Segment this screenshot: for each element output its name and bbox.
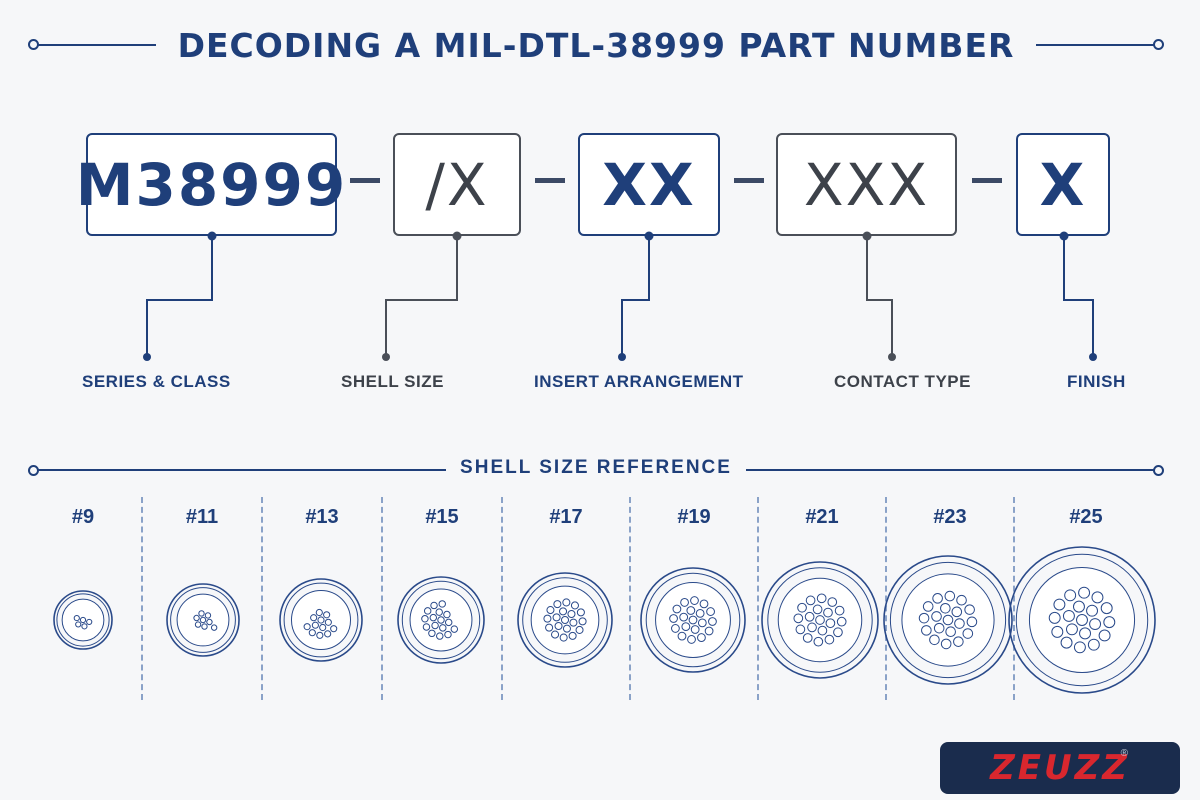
label-insert-arrangement: INSERT ARRANGEMENT	[534, 372, 744, 391]
column-divider	[141, 497, 143, 700]
shell-size-label: #13	[305, 506, 339, 528]
shell-column-19: #19	[632, 500, 756, 700]
column-divider	[629, 497, 631, 700]
reference-right-line	[735, 469, 1155, 471]
shell-column-11: #11	[144, 500, 260, 700]
separator-dash	[535, 178, 565, 183]
shell-size-label: #15	[425, 506, 459, 528]
label-finish: FINISH	[1067, 372, 1126, 391]
brand-logo: ZEUZZ ®	[940, 742, 1180, 794]
shell-column-9: #9	[28, 500, 138, 700]
registered-mark: ®	[1120, 748, 1128, 759]
column-divider	[885, 497, 887, 700]
shell-size-label: #11	[185, 506, 219, 528]
label-contact-type: CONTACT TYPE	[834, 372, 971, 391]
shell-size-label: #23	[933, 506, 967, 528]
column-divider	[501, 497, 503, 700]
connector-contact	[866, 236, 893, 357]
connector-finish	[1063, 236, 1094, 357]
reference-right-dot	[1153, 465, 1164, 476]
reference-header: SHELL SIZE REFERENCE	[28, 455, 1164, 485]
logo-text: ZEUZZ	[990, 748, 1130, 788]
shell-size-label: #19	[677, 506, 711, 528]
connector-series	[146, 236, 213, 357]
shell-size-label: #25	[1069, 506, 1103, 528]
shell-column-15: #15	[384, 500, 500, 700]
segment-shell-size: /X	[393, 133, 521, 236]
shell-column-13: #13	[264, 500, 380, 700]
title-right-line	[990, 44, 1155, 46]
connector-insert	[621, 236, 650, 357]
shell-size-label: #9	[71, 506, 95, 528]
segment-insert-arrangement: XX	[578, 133, 720, 236]
separator-dash	[734, 178, 764, 183]
page-title: DECODING A MIL-DTL-38999 PART NUMBER	[155, 26, 1037, 65]
shell-size-label: #21	[805, 506, 839, 528]
shell-size-label: #17	[549, 506, 583, 528]
shell-column-23: #23	[888, 500, 1012, 700]
column-divider	[261, 497, 263, 700]
segment-finish: X	[1016, 133, 1110, 236]
segment-contact-type: XXX	[776, 133, 957, 236]
column-divider	[381, 497, 383, 700]
shell-column-21: #21	[760, 500, 884, 700]
connector-shell	[385, 236, 458, 357]
separator-dash	[972, 178, 1002, 183]
shell-column-17: #17	[504, 500, 628, 700]
column-divider	[1013, 497, 1015, 700]
label-shell-size: SHELL SIZE	[341, 372, 444, 391]
column-divider	[757, 497, 759, 700]
shell-column-25: #25	[1016, 500, 1156, 700]
separator-dash	[350, 178, 380, 183]
title-right-dot	[1153, 39, 1164, 50]
reference-title: SHELL SIZE REFERENCE	[446, 457, 746, 478]
segment-series: M38999	[76, 133, 345, 236]
title-row: DECODING A MIL-DTL-38999 PART NUMBER	[28, 22, 1164, 68]
label-series-class: SERIES & CLASS	[82, 372, 231, 391]
reference-left-line	[37, 469, 457, 471]
